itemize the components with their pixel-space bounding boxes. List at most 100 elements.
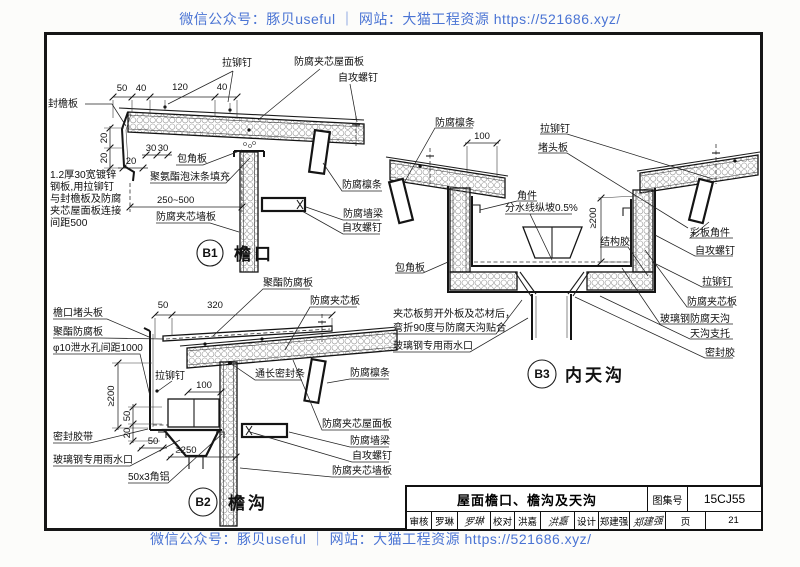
b2-leaders (53, 288, 389, 484)
svg-text:与封檐板及防腐: 与封檐板及防腐 (50, 192, 121, 205)
b2-label-wall-beam: 防腐墙梁 (350, 434, 390, 447)
b3-linework (385, 144, 761, 340)
b1-label-roof-panel: 防腐夹芯屋面板 (294, 55, 364, 68)
design-label: 设计 (574, 512, 598, 529)
b1-dim-20b: 20 (99, 153, 110, 164)
b1-detail-title: 檐口 (234, 244, 274, 264)
b1-label-rivet: 拉铆钉 (222, 56, 252, 69)
b3-label-support: 天沟支托 (690, 327, 730, 340)
b3-label-frp-gutter: 玻璃钢防腐天沟 (660, 312, 730, 325)
b1-leaders (85, 68, 382, 235)
b2-dim-50: 50 (158, 300, 169, 311)
b1-dim-range: 250~500 (157, 195, 194, 206)
page-label: 页 (665, 512, 705, 529)
title-block: 屋面檐口、檐沟及天沟 图集号 15CJ55 审核 罗琳 罗琳 校对 洪嘉 洪嘉 … (405, 485, 763, 531)
svg-text:钢板,用拉铆钉: 钢板,用拉铆钉 (50, 180, 114, 193)
b3-label-glue: 结构胶 (600, 235, 630, 248)
b1-label-wall-beam: 防腐墙梁 (343, 207, 383, 220)
b1-label-wall-panel: 防腐夹芯墙板 (156, 210, 216, 223)
audit-label: 审核 (409, 516, 429, 528)
b1-eave-detail: 拉铆钉 防腐夹芯屋面板 自攻螺钉 封檐板 包角板 聚氨酯泡沫条填充 防腐夹芯墙板… (48, 55, 383, 273)
b2-detail-title: 檐沟 (228, 493, 268, 513)
b2-dim-20v: 20 (122, 428, 133, 439)
b2-label-purlin: 防腐檩条 (350, 366, 390, 379)
b3-label-rivet-top: 拉铆钉 (540, 122, 570, 135)
title-block-row2: 审核 罗琳 罗琳 校对 洪嘉 洪嘉 设计 郑建强 郑建强 页 21 (407, 512, 761, 529)
b3-dim-100: 100 (474, 131, 490, 142)
b2-dim-gte250: ≥250 (175, 445, 196, 456)
b2-label-angle-alu: 50x3角铝 (128, 471, 170, 483)
svg-text:夹芯板剪开外板及芯材后，: 夹芯板剪开外板及芯材后， (393, 307, 515, 320)
b1-dim-40b: 40 (217, 82, 228, 93)
b3-label-rivet-right: 拉铆钉 (702, 275, 732, 288)
b1-dim-30a: 30 (146, 143, 157, 154)
b2-gutter-detail: 檐口堵头板 聚酯防腐板 φ10泄水孔间距1000 拉铆钉 密封胶带 玻璃钢专用雨… (53, 276, 398, 527)
b1-dim-20a: 20 (99, 133, 110, 144)
b3-note: 夹芯板剪开外板及芯材后， 弯折90度与防腐天沟贴合 (393, 307, 515, 334)
atlas-no-value: 15CJ55 (687, 487, 761, 511)
b3-internal-gutter-detail: 防腐檩条 拉铆钉 堵头板 角件 分水线纵坡0.5% 结构胶 包角板 彩板角件 自… (385, 116, 761, 389)
svg-text:夹芯屋面板连接: 夹芯屋面板连接 (50, 204, 121, 217)
b2-label-polyester-left: 聚酯防腐板 (53, 325, 103, 338)
b1-bubble-circle (196, 239, 224, 267)
design-signature: 郑建强 (629, 512, 665, 529)
b1-dim-40a: 40 (136, 83, 147, 94)
page-number: 21 (705, 512, 761, 529)
b1-label-purlin: 防腐檩条 (342, 178, 382, 191)
check-label: 校对 (490, 512, 514, 529)
design-name: 郑建强 (598, 512, 629, 529)
b1-note: 1.2厚30宽镀锌 钢板,用拉铆钉 与封檐板及防腐 夹芯屋面板连接 间距500 (50, 168, 121, 229)
b2-label-wall-panel: 防腐夹芯墙板 (332, 464, 392, 477)
b1-dim-50: 50 (117, 83, 128, 94)
b1-label-screw-top: 自攻螺钉 (338, 71, 378, 84)
b2-label-screw: 自攻螺钉 (352, 449, 392, 462)
b1-dimensions (104, 93, 246, 212)
sheet-title: 屋面檐口、檐沟及天沟 (456, 492, 597, 508)
title-block-row1: 屋面檐口、檐沟及天沟 图集号 15CJ55 (407, 487, 761, 512)
b3-label-end-plate: 堵头板 (538, 141, 568, 154)
b2-label-drain: φ10泄水孔间距1000 (53, 341, 143, 354)
b3-label-sealant: 密封胶 (705, 346, 735, 359)
b3-label-purlin: 防腐檩条 (435, 116, 475, 129)
b3-label-angle: 角件 (517, 190, 537, 202)
b3-label-rain-outlet: 玻璃钢专用雨水口 (393, 339, 473, 352)
b2-label-rain-outlet: 玻璃钢专用雨水口 (53, 453, 133, 466)
b2-label-roof-panel: 防腐夹芯屋面板 (322, 417, 392, 430)
b3-label-slope: 分水线纵坡0.5% (505, 201, 578, 214)
b2-label-end-plate: 檐口堵头板 (53, 306, 103, 319)
svg-text:弯折90度与防腐天沟贴合: 弯折90度与防腐天沟贴合 (393, 321, 506, 334)
b1-label-corner-plate: 包角板 (177, 152, 207, 165)
b1-label-foam: 聚氨酯泡沫条填充 (150, 170, 230, 183)
b1-bubble-label: B1 (202, 246, 218, 260)
b2-label-polyester-top: 聚酯防腐板 (263, 276, 313, 289)
b2-label-sandwich-top: 防腐夹芯板 (310, 294, 360, 307)
b3-label-corner-plate: 包角板 (395, 261, 425, 274)
b1-dim-30b: 30 (158, 143, 169, 154)
check-signature: 洪嘉 (540, 512, 574, 529)
b3-bubble-label: B3 (534, 367, 550, 381)
b3-label-color-angle: 彩板角件 (690, 226, 730, 239)
b3-detail-title: 内天沟 (565, 365, 625, 385)
watermark-top: 微信公众号：豚贝useful ｜ 网站：大猫工程资源 https://52168… (179, 11, 621, 27)
b1-dim-20c: 20 (126, 156, 137, 167)
svg-text:间距500: 间距500 (50, 216, 88, 229)
b2-dimensions (112, 311, 336, 461)
b3-dim-gte200: ≥200 (588, 207, 599, 228)
b3-leaders (393, 127, 733, 359)
b2-bubble-circle (188, 487, 218, 517)
b2-label-seal-tape: 密封胶带 (53, 430, 93, 443)
b1-label-screw-side: 自攻螺钉 (342, 221, 382, 234)
b2-bubble-label: B2 (195, 495, 211, 509)
b2-dim-50h: 50 (148, 436, 159, 447)
b3-label-screw: 自攻螺钉 (695, 244, 735, 257)
b2-dim-gte200: ≥200 (106, 385, 117, 406)
b2-dim-320: 320 (207, 300, 223, 311)
audit-name: 罗琳 (431, 512, 457, 529)
watermark-bottom: 微信公众号：豚贝useful ｜ 网站：大猫工程资源 https://52168… (150, 531, 592, 547)
b2-label-seal-strip: 通长密封条 (255, 367, 305, 380)
b1-dim-120: 120 (172, 82, 188, 93)
b2-dim-100: 100 (196, 380, 212, 391)
b1-label-fascia: 封檐板 (48, 97, 78, 110)
